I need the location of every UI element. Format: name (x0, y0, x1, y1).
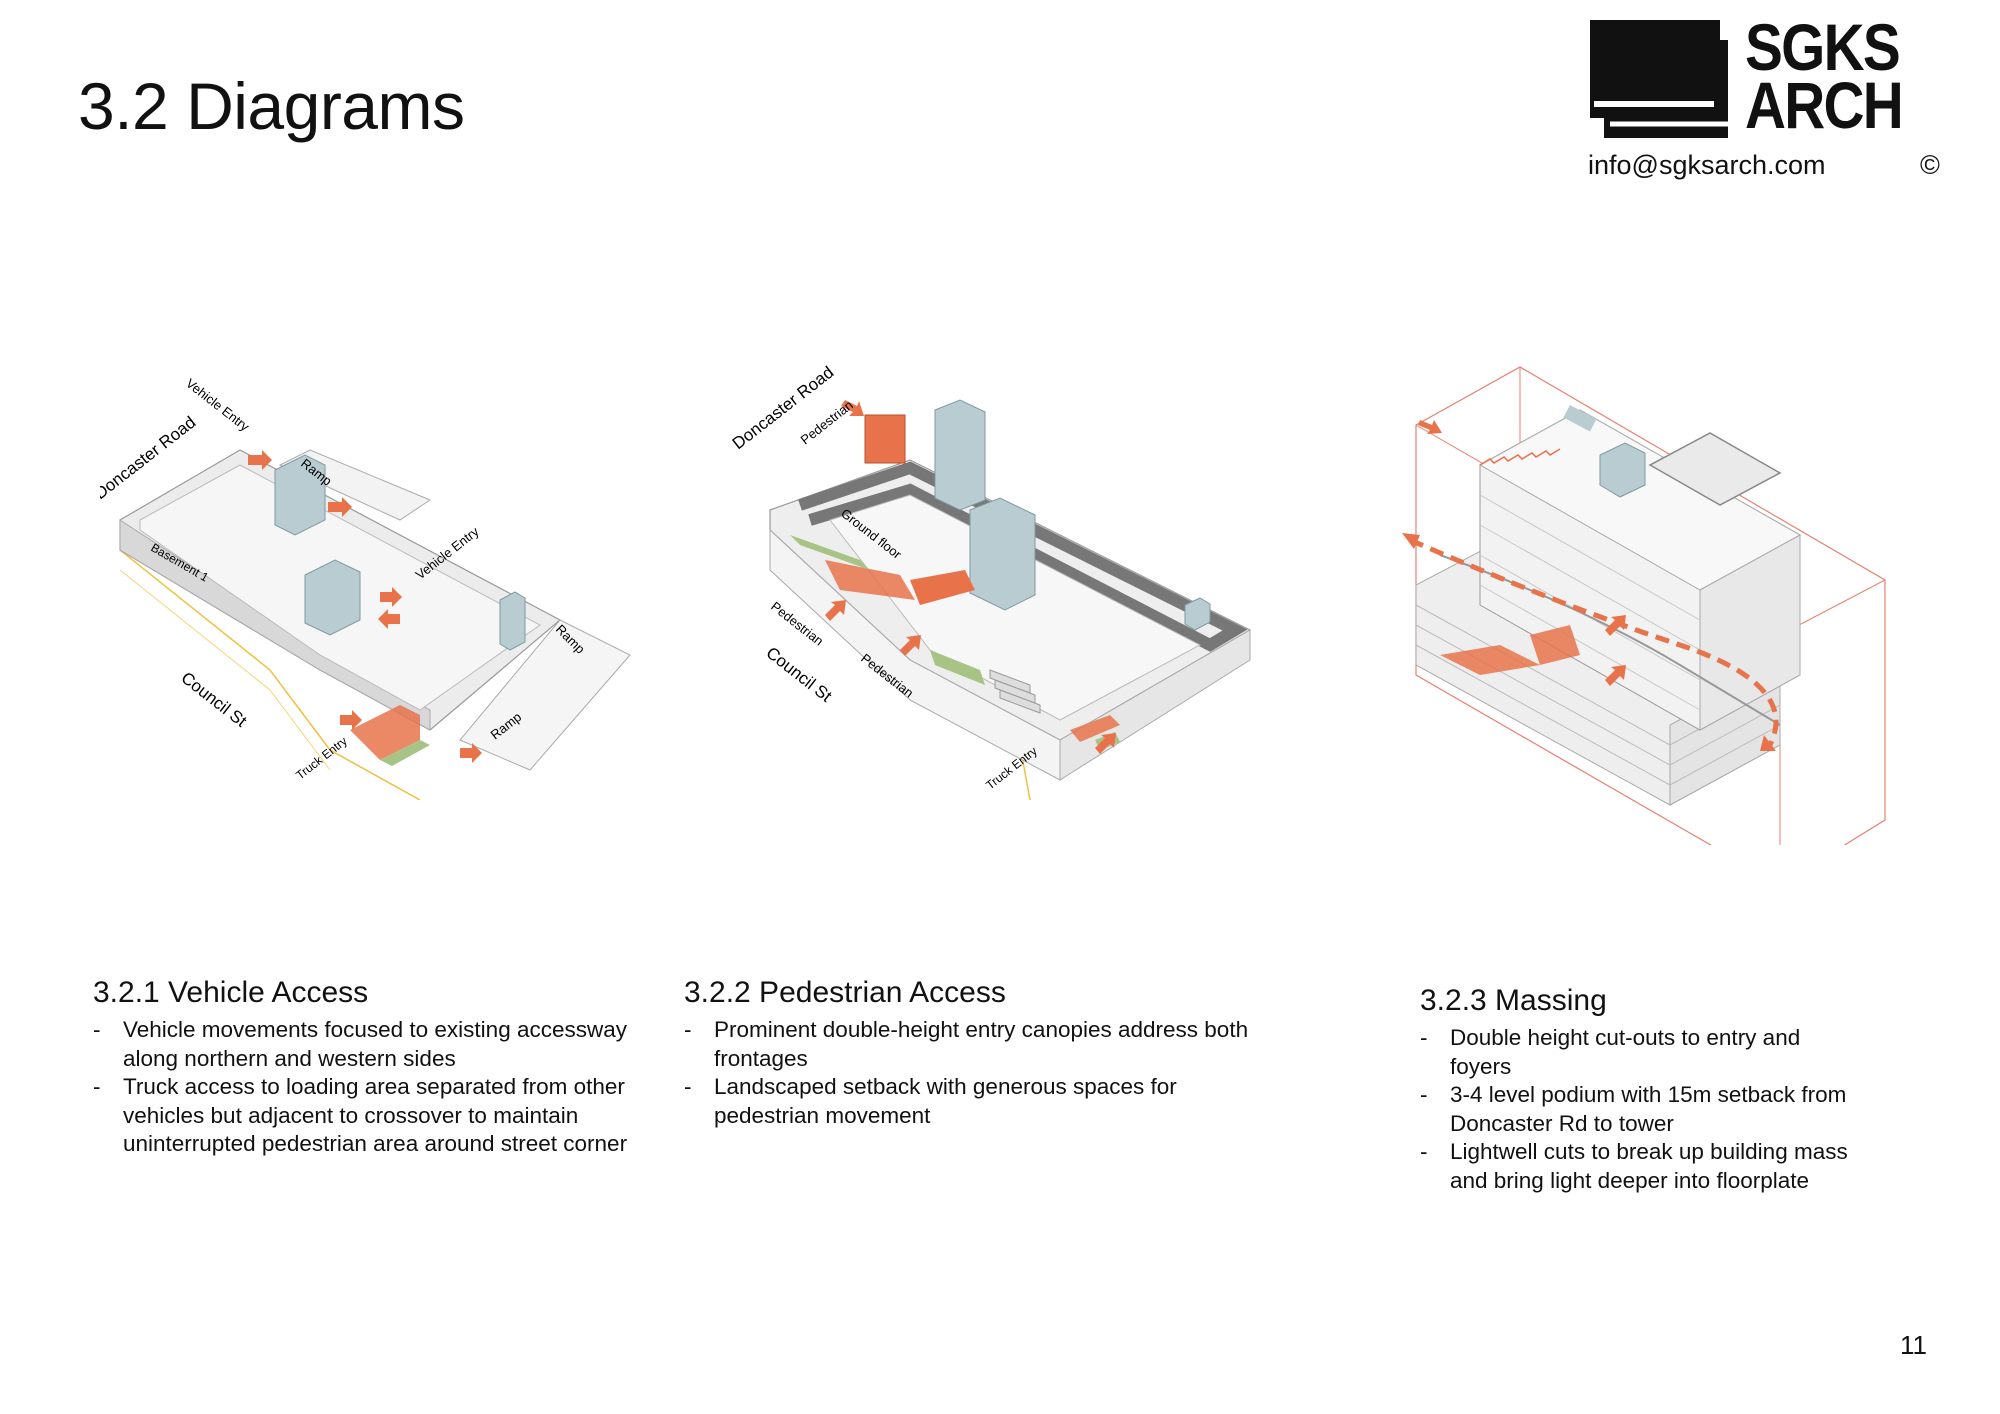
service-core (969, 497, 1036, 611)
entry-canopy-doncaster (864, 414, 906, 464)
service-core (1184, 597, 1211, 631)
bullet-item: Lightwell cuts to break up building mass… (1420, 1138, 1850, 1195)
landscape-strip (380, 740, 430, 766)
vehicle-access-diagram: Vehicle Entry Doncaster Road Ramp Baseme… (100, 376, 631, 800)
logo-line-2: ARCH (1745, 68, 1904, 142)
entry-cutout (1440, 645, 1540, 675)
bullet-item: Vehicle movements focused to existing ac… (93, 1016, 633, 1073)
service-core (934, 399, 986, 511)
light-path-arrow (1409, 537, 1779, 747)
copyright-symbol: © (1920, 150, 1940, 180)
section-heading: 3.2.2 Pedestrian Access (684, 976, 1006, 1009)
bullet-item: Landscaped setback with generous spaces … (684, 1073, 1264, 1130)
label-council-st: Council St (763, 643, 836, 706)
pedestrian-access-diagram: Doncaster Road Pedestrian Ground floor P… (730, 363, 1252, 801)
logo-line-1: SGKS (1745, 10, 1901, 84)
massing-arrows (1418, 420, 1626, 686)
label-pedestrian-top: Pedestrian (798, 397, 856, 447)
label-truck-entry: Truck Entry (293, 734, 350, 783)
bullet-item: Prominent double-height entry canopies a… (684, 1016, 1264, 1073)
perimeter-wall (798, 461, 1248, 652)
pedestrian-arrows (825, 400, 1116, 754)
page-title: 3.2 Diagrams (78, 69, 465, 143)
service-core (499, 591, 526, 651)
bullet-item: Truck access to loading area separated f… (93, 1073, 633, 1159)
section-massing: 3.2.3 Massing Double height cut-outs to … (1420, 984, 1850, 1195)
massing-diagram (1402, 366, 1886, 845)
section-heading: 3.2.1 Vehicle Access (93, 976, 369, 1009)
page-number: 11 (1900, 1330, 1927, 1360)
bullet-item: 3-4 level podium with 15m setback from D… (1420, 1081, 1850, 1138)
truck-loading-area (350, 705, 420, 760)
foyer-cutout (1530, 625, 1580, 665)
section-pedestrian-access: 3.2.2 Pedestrian Access Prominent double… (684, 976, 1264, 1130)
lightwell-cut (1439, 554, 1781, 726)
section-vehicle-access: 3.2.1 Vehicle Access Vehicle movements f… (93, 976, 633, 1159)
logo-mark (1590, 20, 1728, 138)
service-core (304, 559, 361, 636)
logo-wordmark: SGKS ARCH (1745, 10, 1950, 142)
landscape-strip (930, 650, 985, 685)
label-doncaster-road: Doncaster Road (730, 363, 837, 454)
bullet-list: Vehicle movements focused to existing ac… (93, 1016, 633, 1159)
entry-canopy-council (910, 570, 975, 605)
landscape-strip (790, 535, 870, 570)
vehicle-arrows (248, 450, 482, 763)
bullet-list: Double height cut-outs to entry and foye… (1420, 1024, 1850, 1195)
contact-email[interactable]: info@sgksarch.com (1588, 150, 1826, 180)
label-council-st: Council St (178, 668, 251, 731)
bullet-list: Prominent double-height entry canopies a… (684, 1016, 1264, 1130)
entry-steps (989, 669, 1041, 714)
section-heading: 3.2.3 Massing (1420, 984, 1607, 1017)
bullet-item: Double height cut-outs to entry and foye… (1420, 1024, 1850, 1081)
service-core (274, 454, 326, 536)
rooftop-core (1599, 442, 1646, 498)
